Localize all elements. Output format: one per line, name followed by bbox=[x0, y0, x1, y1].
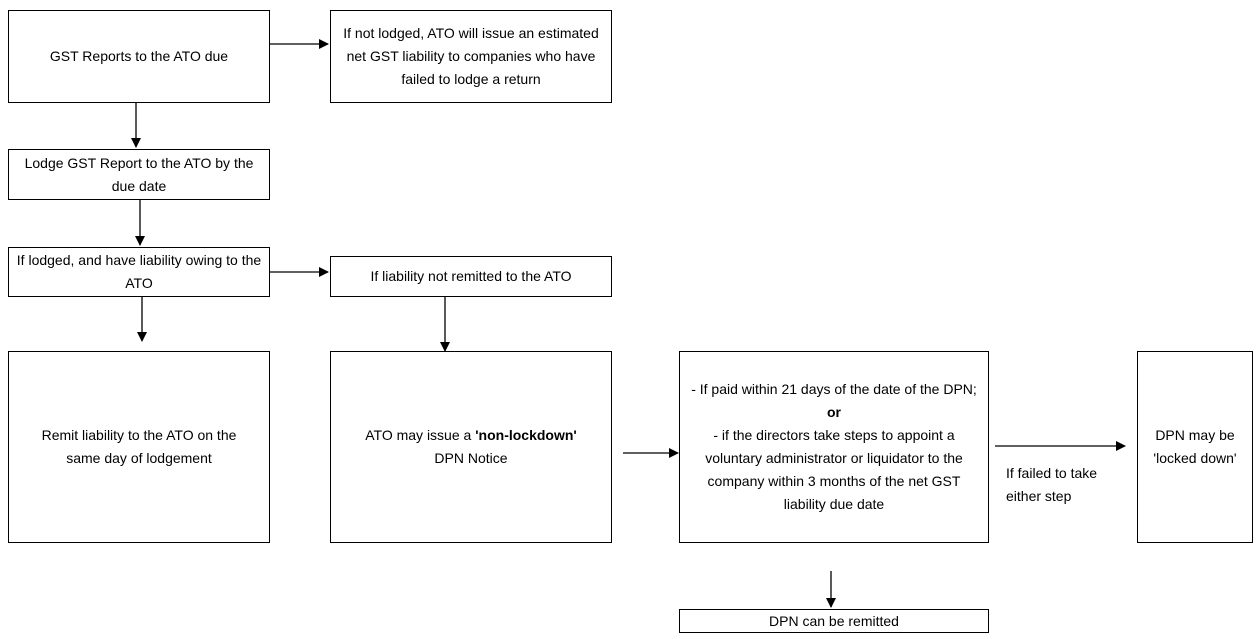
dpn-issue-text: ATO may issue a 'non-lockdown' DPN Notic… bbox=[349, 424, 593, 470]
lodged-liability-owing-box: If lodged, and have liability owing to t… bbox=[8, 247, 270, 297]
locked-down-text: DPN may be 'locked down' bbox=[1153, 427, 1237, 466]
conditions-line1: - If paid within 21 days of the date of … bbox=[691, 381, 977, 397]
gst-reports-due-text: GST Reports to the ATO due bbox=[49, 48, 229, 64]
lodge-by-due-date-text: Lodge GST Report to the ATO by the due d… bbox=[24, 154, 254, 194]
not-lodged-box: If not lodged, ATO will issue an estimat… bbox=[330, 10, 612, 103]
dpn-issue-suffix: DPN Notice bbox=[434, 450, 508, 466]
dpn-remitted-box: DPN can be remitted bbox=[679, 609, 989, 633]
dpn-issue-box: ATO may issue a 'non-lockdown' DPN Notic… bbox=[330, 351, 612, 543]
liability-not-remitted-box: If liability not remitted to the ATO bbox=[330, 256, 612, 297]
remit-same-day-text: Remit liability to the ATO on the same d… bbox=[41, 427, 237, 466]
remit-same-day-box: Remit liability to the ATO on the same d… bbox=[8, 351, 270, 543]
locked-down-box: DPN may be 'locked down' bbox=[1137, 351, 1253, 543]
conditions-line2: - if the directors take steps to appoint… bbox=[705, 427, 963, 512]
conditions-or: or bbox=[827, 404, 841, 420]
failed-either-step-text: If failed to take either step bbox=[1006, 465, 1098, 504]
non-lockdown-emphasis: 'non-lockdown' bbox=[475, 427, 577, 443]
conditions-text: - If paid within 21 days of the date of … bbox=[685, 378, 983, 516]
failed-either-step-label: If failed to take either step bbox=[1006, 462, 1134, 508]
conditions-box: - If paid within 21 days of the date of … bbox=[679, 351, 989, 543]
not-lodged-text: If not lodged, ATO will issue an estimat… bbox=[343, 25, 599, 87]
gst-reports-due-box: GST Reports to the ATO due bbox=[8, 10, 270, 103]
liability-not-remitted-text: If liability not remitted to the ATO bbox=[370, 268, 572, 284]
dpn-issue-prefix: ATO may issue a bbox=[365, 427, 476, 443]
lodged-liability-owing-text: If lodged, and have liability owing to t… bbox=[16, 252, 262, 291]
dpn-remitted-text: DPN can be remitted bbox=[769, 612, 899, 629]
lodge-by-due-date-box: Lodge GST Report to the ATO by the due d… bbox=[8, 149, 270, 200]
